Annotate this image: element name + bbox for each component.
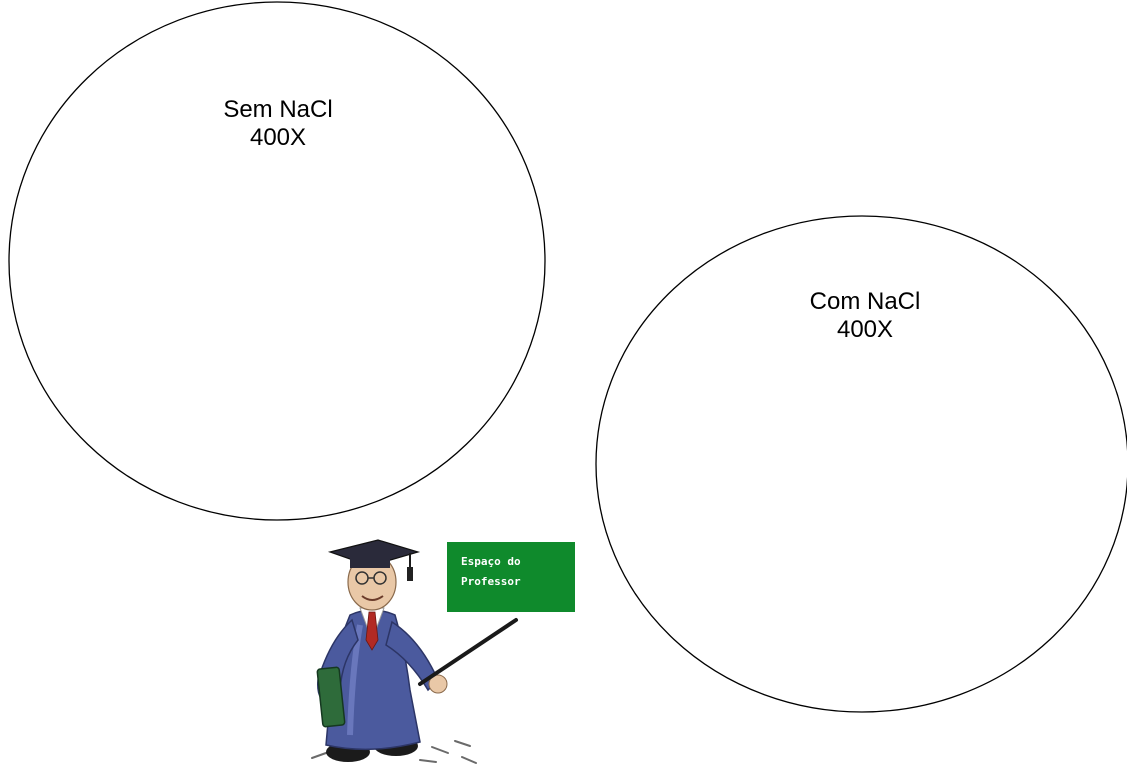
right-circle-magnification: 400X — [836, 316, 894, 343]
professor-sign-line1: Espaço do — [461, 555, 521, 568]
field-circle-right — [595, 215, 1127, 713]
right-circle-label: Com NaCl 400X — [765, 288, 965, 344]
left-circle-magnification: 400X — [249, 124, 307, 151]
graduate-professor-icon — [311, 539, 477, 764]
professor-space-sign[interactable]: Espaço do Professor — [447, 542, 575, 612]
pointer-stick-icon — [418, 618, 518, 686]
left-circle-title: Sem NaCl — [223, 96, 333, 123]
field-circle-left — [8, 1, 546, 521]
right-circle-title: Com NaCl — [809, 288, 921, 315]
professor-sign-line2: Professor — [461, 575, 521, 588]
left-circle-label: Sem NaCl 400X — [178, 96, 378, 152]
